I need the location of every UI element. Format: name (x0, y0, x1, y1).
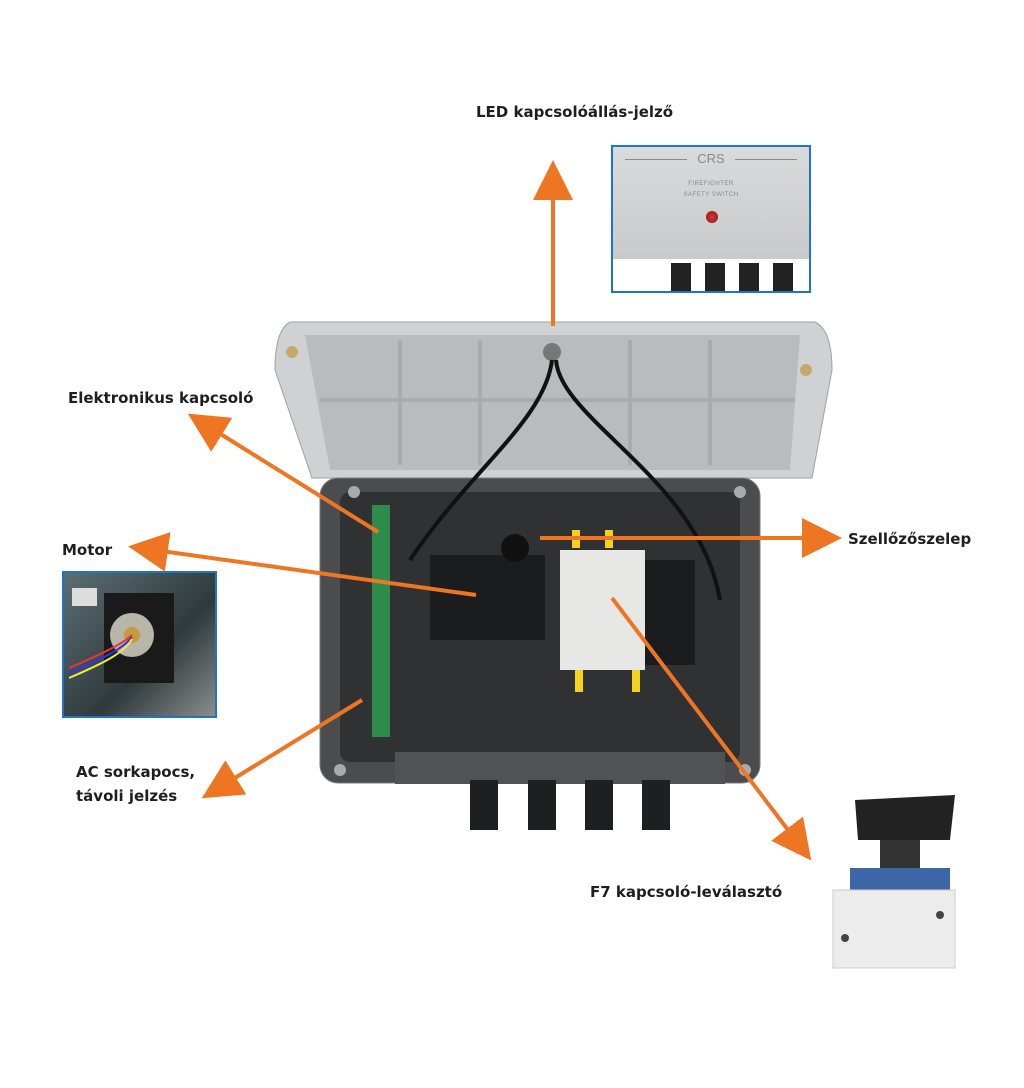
arrow-ac-terminal (201, 698, 364, 799)
label-vent-valve: Szellőzőszelep (848, 530, 972, 548)
motor-inset (62, 571, 217, 718)
vent-valve (501, 534, 529, 562)
label-ac-terminal-line2: távoli jelzés (76, 787, 178, 805)
arrow-f7-isolator (610, 596, 812, 861)
panel-text-line1: FIREFIGHTER (688, 181, 734, 187)
connector-icon (671, 263, 691, 291)
enclosure-body (319, 359, 761, 830)
led-light-icon (706, 211, 718, 223)
pcb-board (372, 505, 390, 737)
arrow-electronic-switch (187, 413, 380, 534)
arrow-motor (128, 532, 477, 597)
label-motor: Motor (62, 541, 113, 559)
connector-icon (773, 263, 793, 291)
connector-icon (739, 263, 759, 291)
label-led-indicator: LED kapcsolóállás-jelző (476, 103, 674, 121)
panel-text-line2: SAFETY SWITCH (683, 192, 739, 198)
enclosure-lid (274, 321, 833, 479)
divider (735, 159, 797, 160)
label-ac-terminal-line1: AC sorkapocs, (76, 763, 196, 781)
isolator-switch (560, 550, 645, 670)
f7-switch-image (832, 795, 956, 969)
label-electronic-switch: Elektronikus kapcsoló (68, 389, 254, 407)
led-indicator-inset: CRS FIREFIGHTER SAFETY SWITCH (611, 145, 811, 293)
divider (625, 159, 687, 160)
label-f7-isolator: F7 kapcsoló-leválasztó (590, 883, 783, 901)
motor-housing (430, 555, 545, 640)
indicator-panel (613, 147, 809, 259)
motor-photo (68, 588, 174, 683)
brand-logo: CRS (697, 151, 725, 166)
connector-icon (705, 263, 725, 291)
